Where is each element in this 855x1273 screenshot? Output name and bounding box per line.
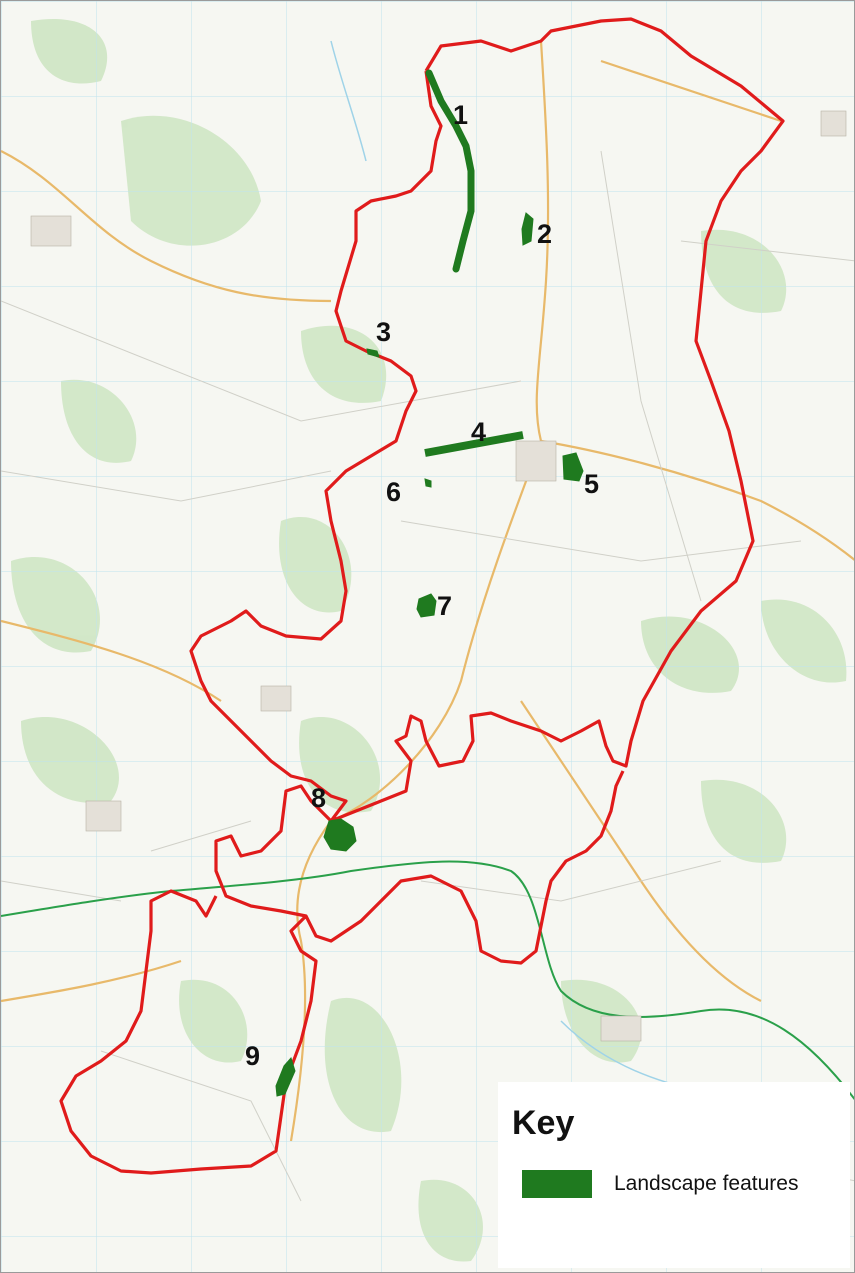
feature-3-shape — [366, 348, 380, 358]
map-key: Key Landscape features — [498, 1082, 850, 1268]
feature-6-shape — [424, 478, 432, 488]
feature-label-1: 1 — [453, 100, 468, 130]
feature-label-9: 9 — [245, 1041, 260, 1071]
legend-label-landscape-features: Landscape features — [614, 1172, 799, 1195]
feature-5-shape — [562, 452, 584, 482]
feature-1-shape — [425, 69, 475, 273]
feature-label-4: 4 — [471, 417, 486, 447]
feature-7-shape — [416, 593, 437, 618]
feature-labels: 1 2 3 4 5 6 7 8 9 — [245, 100, 599, 1071]
feature-label-7: 7 — [437, 591, 452, 621]
settlements — [30, 110, 847, 1042]
feature-label-8: 8 — [311, 783, 326, 813]
feature-4-shape — [424, 431, 524, 457]
study-area-boundary — [59, 17, 785, 1175]
key-title: Key — [512, 1104, 575, 1142]
feature-label-5: 5 — [584, 469, 599, 499]
landscape-features — [275, 69, 584, 1097]
legend-swatch-landscape-features — [522, 1170, 592, 1198]
feature-8-shape — [323, 818, 357, 852]
feature-label-3: 3 — [376, 317, 391, 347]
feature-label-6: 6 — [386, 477, 401, 507]
feature-label-2: 2 — [537, 219, 552, 249]
feature-2-shape — [521, 212, 534, 246]
feature-9-shape — [275, 1056, 296, 1097]
